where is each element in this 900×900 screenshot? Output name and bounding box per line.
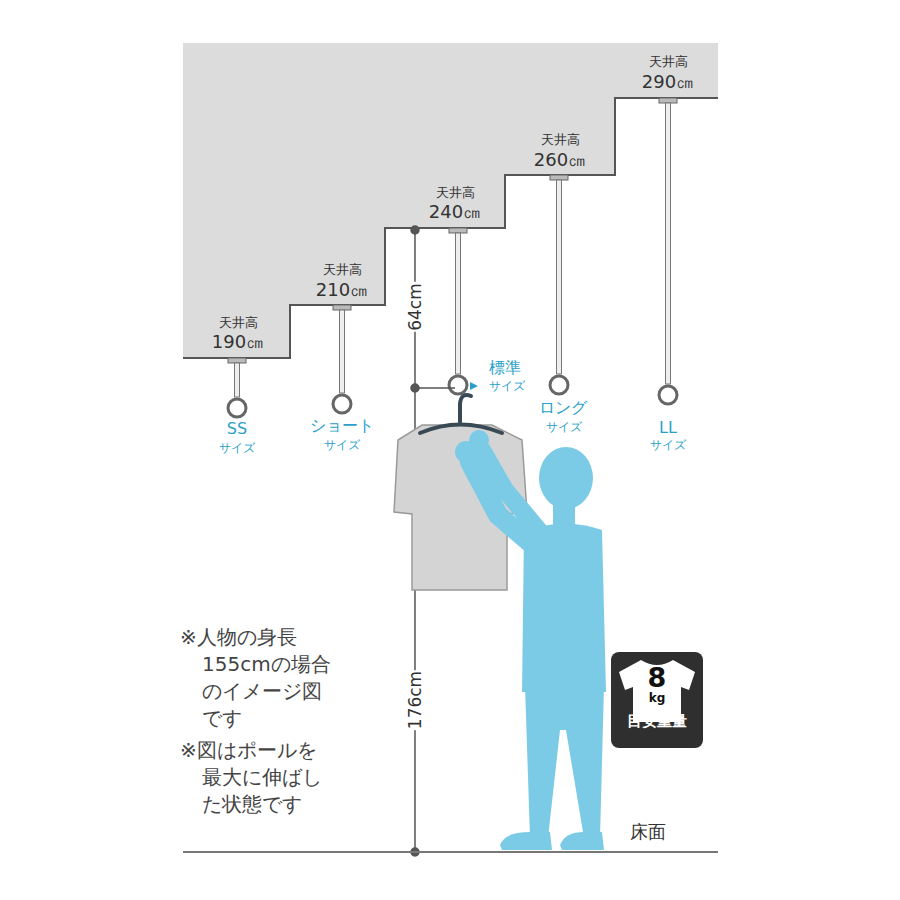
size-suffix: サイズ [650,439,686,452]
size-name: SS [227,420,247,438]
size-suffix: サイズ [324,439,360,452]
poles [228,98,677,417]
weight-value: kg [611,692,703,705]
size-suffix: サイズ [489,380,525,393]
ceiling-height-value: 290㎝ [642,72,694,92]
ceiling-edge [183,98,718,358]
note-line: のイメージ図 [202,680,322,702]
hanging-pole [228,358,246,417]
hanging-pole [333,305,351,413]
floor-line [183,851,718,853]
dimension-label: 64cm [404,282,427,332]
weight-icon: 8kg 目安重量 [611,652,703,748]
size-name: LL [659,419,677,437]
size-name: ロング [539,399,587,417]
hanging-pole [659,98,677,404]
note-line: です [202,707,242,729]
ceiling-height-caption: 天井高 [436,186,475,200]
hanging-pole [550,175,568,394]
size-name: ショート [310,417,374,435]
note-line: た状態です [202,793,302,815]
floor-label: 床面 [630,822,666,842]
ceiling-height-value: 190㎝ [212,332,264,352]
ceiling-height-caption: 天井高 [323,263,362,277]
note-line: ※図はポールを [180,739,317,761]
hanger [420,425,502,434]
note-line: 155cmの場合 [202,653,331,675]
weight-value: 8 [611,664,703,692]
ceiling-height-value: 240㎝ [429,202,481,222]
size-suffix: サイズ [219,442,255,455]
person-figure [455,430,606,850]
shirt [394,425,527,590]
size-suffix: サイズ [546,421,582,434]
dimension-label: 176cm [404,670,427,730]
icon-caption: 目安重量 [611,714,703,730]
pointer-arrow [470,382,478,390]
hanging-pole [449,228,467,394]
note-line: ※人物の身長 [180,626,297,648]
hanger-hook [460,395,471,422]
ceiling-height-value: 260㎝ [534,150,586,170]
ceiling-height-value: 210㎝ [316,280,368,300]
ceiling-height-caption: 天井高 [649,55,688,69]
note-line: 最大に伸ばし [202,766,322,788]
ceiling-height-caption: 天井高 [541,133,580,147]
size-name: 標準 [489,359,521,377]
ceiling-height-caption: 天井高 [219,316,258,330]
ceiling [183,43,718,358]
